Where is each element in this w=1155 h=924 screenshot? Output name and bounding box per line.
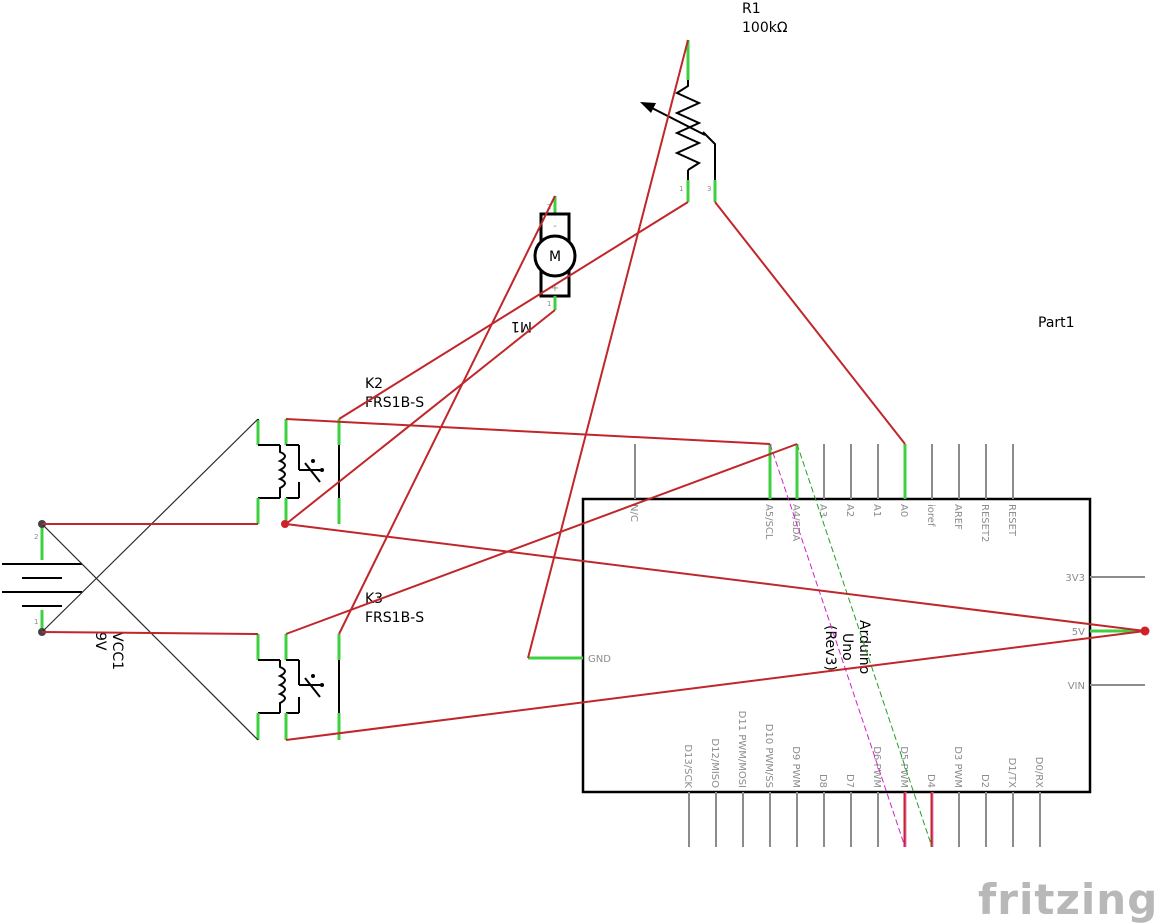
pin-number: 1: [547, 300, 551, 308]
pin-label: D10 PWM/SS: [763, 724, 774, 788]
thin-wires: [41, 418, 259, 741]
motor-m1[interactable]: M - + 2 1 M1: [511, 196, 577, 334]
pin-number: 1: [679, 185, 683, 193]
relay-k3[interactable]: K3 FRS1B-S: [256, 591, 424, 740]
pin-label: A0: [898, 504, 909, 517]
arduino-part-label: Part1: [1038, 315, 1075, 331]
pin-label: 5V: [1072, 627, 1085, 638]
pin-label: D0/RX: [1033, 757, 1044, 788]
r1-value-label: 100kΩ: [742, 20, 788, 36]
pin-label: GND: [588, 654, 611, 665]
relay-k2[interactable]: K2 FRS1B-S: [256, 376, 424, 524]
arduino-top-pins: N/C A5/SCL A4/SDA A3 A2 A1 A0 ioref AREF RESET2 RE…: [628, 444, 1017, 542]
pin-label: N/C: [628, 504, 639, 522]
pin-label: D13/SCK: [682, 744, 693, 788]
red-wires: [41, 39, 1150, 741]
pin-label: D6 PWM: [871, 746, 882, 788]
pin-number: 2: [34, 533, 38, 541]
motor-icon: [533, 234, 577, 278]
k2-model-label: FRS1B-S: [365, 395, 424, 411]
pin-label: D1/TX: [1006, 758, 1017, 789]
k3-model-label: FRS1B-S: [365, 610, 424, 626]
pin-label: A1: [871, 504, 882, 517]
arduino-name-line-2: Uno: [839, 633, 855, 661]
pin-label: 3V3: [1065, 573, 1085, 584]
pin-number: 1: [34, 618, 38, 626]
fritzing-logo: fritzing: [978, 875, 1155, 924]
arduino-bottom-pins: D13/SCK D12/MISO D11 PWM/MOSI D10 PWM/SS D9 …: [682, 711, 1044, 847]
motor-ref-label: M1: [511, 318, 532, 334]
ratsnest-lines: [769, 443, 933, 848]
pin-label: AREF: [952, 504, 963, 530]
r1-ref-label: R1: [742, 1, 761, 17]
pin-label: RESET2: [979, 504, 990, 542]
pin-label: VIN: [1068, 681, 1085, 692]
motor-minus: -: [553, 221, 557, 232]
coil-icon: [277, 660, 286, 713]
motor-plus: +: [551, 283, 559, 294]
pin-label: ioref: [925, 504, 936, 527]
vcc1-value-label: 9V: [92, 632, 108, 651]
pin-label: D11 PWM/MOSI: [736, 711, 747, 788]
arduino-name-line-3: (Rev3): [822, 625, 838, 671]
arduino-right-pins: 3V3 5V VIN: [1065, 573, 1145, 692]
pin-label: D5 PWM: [898, 746, 909, 788]
arduino-left-pins: GND: [528, 654, 611, 665]
coil-icon: [277, 445, 286, 498]
pin-label: A3: [817, 504, 828, 517]
arduino-uno[interactable]: N/C A5/SCL A4/SDA A3 A2 A1 A0 ioref AREF RESET2 RE…: [528, 315, 1145, 847]
arduino-body: [581, 497, 1092, 794]
pin-label: D9 PWM: [790, 746, 801, 788]
k2-ref-label: K2: [365, 376, 383, 392]
pin-label: D12/MISO: [709, 738, 720, 788]
pin-label: RESET: [1006, 504, 1017, 537]
pin-label: D8: [817, 774, 828, 788]
motor-symbol: M: [549, 249, 561, 265]
pin-label: A4/SDA: [790, 504, 801, 541]
pin-label: D7: [844, 774, 855, 788]
pin-number: 3: [707, 185, 711, 193]
pin-label: D3 PWM: [952, 746, 963, 788]
pin-label: D4: [925, 774, 936, 788]
potentiometer-r1[interactable]: 1 3 R1 100kΩ: [640, 1, 788, 202]
pin-label: A5/SCL: [763, 504, 774, 540]
battery-vcc1[interactable]: 2 1 VCC1 9V: [2, 520, 125, 670]
vcc1-ref-label: VCC1: [109, 632, 125, 670]
pin-label: A2: [844, 504, 855, 517]
pin-label: D2: [979, 774, 990, 788]
